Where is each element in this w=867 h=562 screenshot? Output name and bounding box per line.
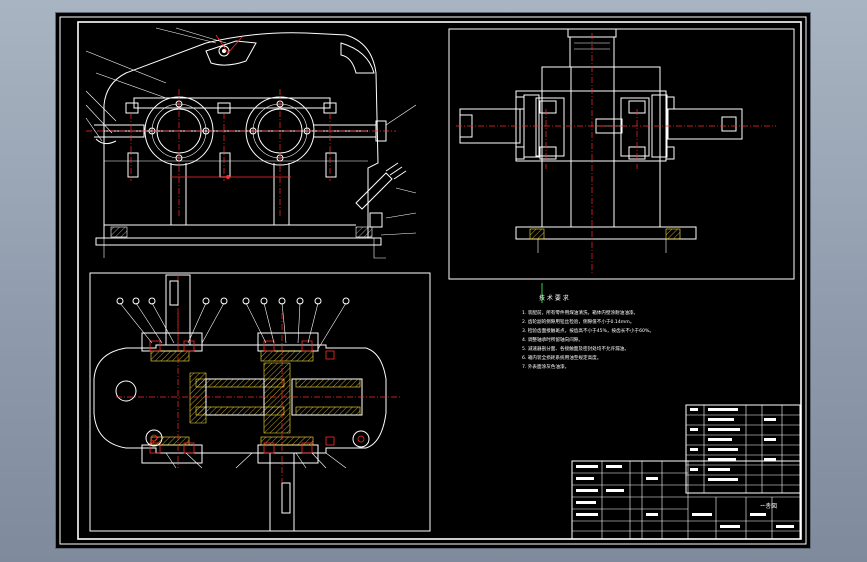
note-2: 2. 齿轮副的侧隙用铅丝检验，侧隙值不小于0.14mm。 [522,318,634,325]
side-view [448,28,795,303]
drawing-border [59,16,807,545]
technical-notes: 技 术 要 求 1. 装配前，所有零件用煤油清洗，箱体内壁涂耐油油漆。 2. 齿… [522,294,654,370]
note-6: 6. 箱内装全损耗系统用油至规定高度。 [522,354,601,361]
note-1: 1. 装配前，所有零件用煤油清洗，箱体内壁涂耐油油漆。 [522,309,638,316]
title-cell: ᅭ총図 [760,502,777,510]
section-view [89,272,431,532]
cad-drawing-canvas[interactable]: 技 术 要 求 1. 装配前，所有零件用煤油清洗，箱体内壁涂耐油油漆。 2. 齿… [56,13,810,548]
note-5: 5. 减速器剖分面、各接触面及密封处均不允许漏油。 [522,345,629,352]
note-4: 4. 调整轴承时所留轴向间隙。 [522,336,583,343]
notes-heading: 技 术 要 求 [539,294,569,302]
cad-drawing-viewport[interactable]: 技 术 要 求 1. 装配前，所有零件用煤油清洗，箱体内壁涂耐油油漆。 2. 齿… [56,13,810,548]
title-block [571,460,801,540]
parts-list: ᅭ총図 [685,404,801,510]
note-3: 3. 检验齿面接触斑点，按齿高不小于45%，按齿长不小于60%。 [522,327,654,334]
front-view [85,27,417,259]
note-7: 7. 外表面涂灰色油漆。 [522,363,569,370]
